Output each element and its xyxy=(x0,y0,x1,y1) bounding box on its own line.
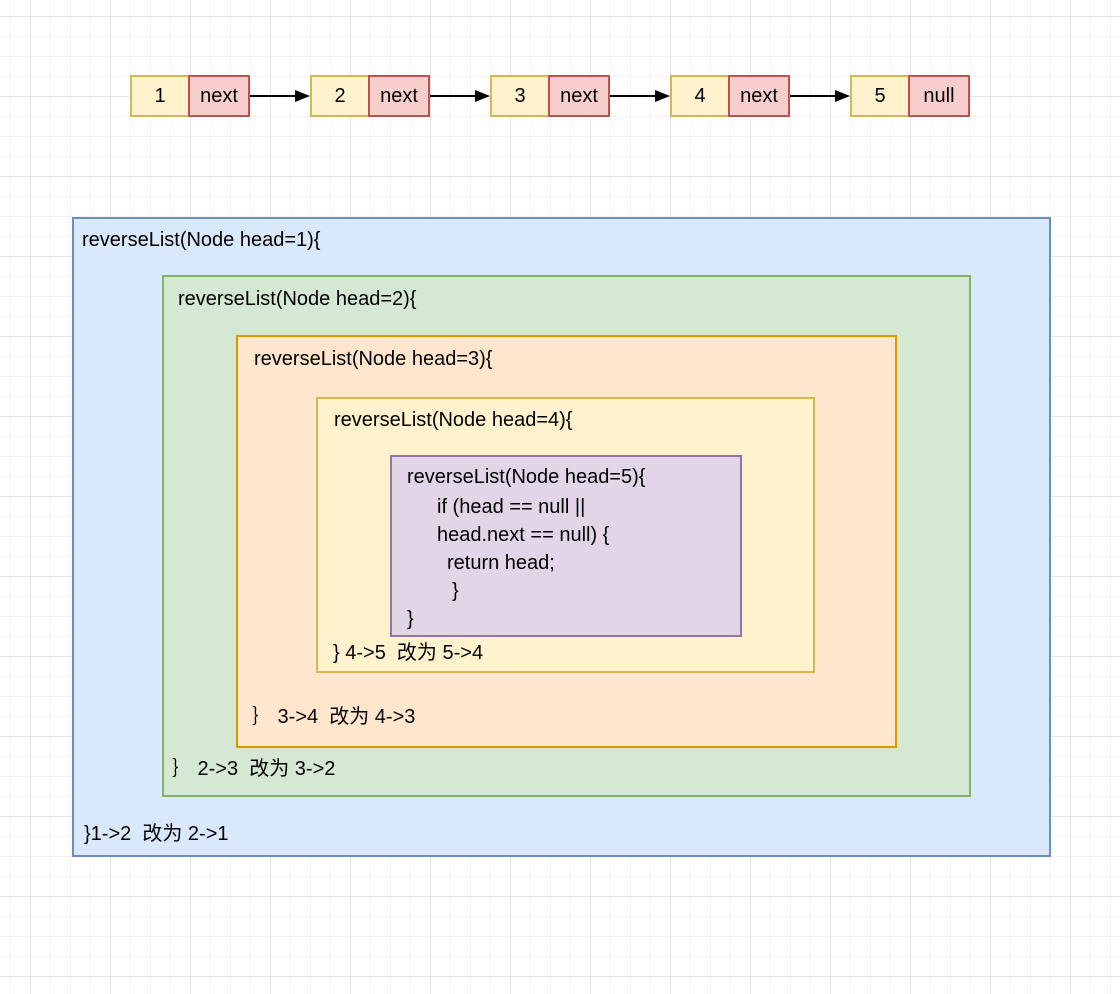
recursion-frame-head-4: reverseList(Node head=4){ } 4->5 改为 5->4… xyxy=(316,397,815,673)
node-value-cell: 2 xyxy=(310,75,370,117)
frame-header: reverseList(Node head=5){ xyxy=(407,466,646,488)
list-node-2: 2 next xyxy=(310,75,430,117)
list-node-4: 4 next xyxy=(670,75,790,117)
node-next-cell: next xyxy=(368,75,430,117)
frame-header: reverseList(Node head=2){ xyxy=(178,288,417,310)
node-value-cell: 4 xyxy=(670,75,730,117)
next-pointer-arrow-icon xyxy=(250,90,310,102)
list-node-3: 3 next xyxy=(490,75,610,117)
next-pointer-arrow-icon xyxy=(790,90,850,102)
recursion-frame-head-3: reverseList(Node head=3){ ｝ 3->4 改为 4->3… xyxy=(236,335,897,748)
next-pointer-arrow-icon xyxy=(430,90,490,102)
node-value-cell: 3 xyxy=(490,75,550,117)
next-pointer-arrow-icon xyxy=(610,90,670,102)
frame-header: reverseList(Node head=3){ xyxy=(254,348,493,370)
list-node-5: 5 null xyxy=(850,75,970,117)
recursion-frame-head-1: reverseList(Node head=1){ }1->2 改为 2->1 … xyxy=(72,217,1051,857)
base-case-code: if (head == null || head.next == null) {… xyxy=(407,493,609,633)
code-line: head.next == null) { xyxy=(437,524,610,546)
code-line: return head; xyxy=(447,552,555,574)
frame-footer: ｝ 2->3 改为 3->2 xyxy=(172,758,336,780)
frame-footer: ｝ 3->4 改为 4->3 xyxy=(252,706,416,728)
frame-footer: }1->2 改为 2->1 xyxy=(84,823,229,845)
code-line: } xyxy=(452,580,459,602)
recursion-frame-head-2: reverseList(Node head=2){ ｝ 2->3 改为 3->2… xyxy=(162,275,971,797)
node-next-cell: next xyxy=(728,75,790,117)
node-value-cell: 1 xyxy=(130,75,190,117)
node-next-cell: next xyxy=(188,75,250,117)
frame-header: reverseList(Node head=4){ xyxy=(334,409,573,431)
node-null-cell: null xyxy=(908,75,970,117)
recursion-frame-head-5: reverseList(Node head=5){ if (head == nu… xyxy=(390,455,742,637)
code-line: } xyxy=(407,608,414,630)
frame-header: reverseList(Node head=1){ xyxy=(82,229,321,251)
list-node-1: 1 next xyxy=(130,75,250,117)
node-value-cell: 5 xyxy=(850,75,910,117)
code-line: if (head == null || xyxy=(437,496,586,518)
frame-footer: } 4->5 改为 5->4 xyxy=(333,642,484,664)
node-next-cell: next xyxy=(548,75,610,117)
